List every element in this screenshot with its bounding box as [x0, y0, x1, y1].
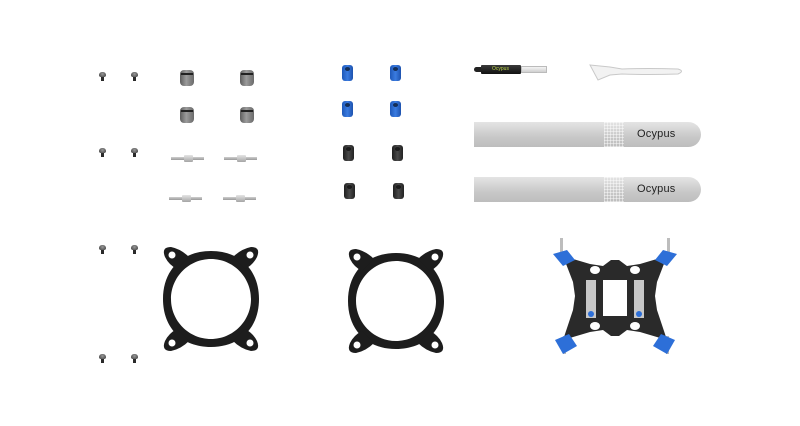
knurled-nut — [240, 107, 254, 123]
screw — [99, 354, 106, 363]
black-spacer — [392, 145, 403, 161]
fan-bracket — [348, 249, 444, 353]
knurled-nut — [180, 107, 194, 123]
black-spacer — [393, 183, 404, 199]
strap-brand: Ocypus — [637, 183, 676, 195]
standoff — [171, 155, 204, 162]
blue-spacer — [390, 65, 401, 81]
blue-spacer — [390, 101, 401, 117]
cpu-backplate — [553, 238, 677, 354]
screw — [99, 148, 106, 157]
blue-spacer — [342, 65, 353, 81]
blue-spacer — [342, 101, 353, 117]
knurled-nut — [180, 70, 194, 86]
black-spacer — [344, 183, 355, 199]
velcro-strap: Ocypus — [474, 122, 701, 147]
screw — [99, 245, 106, 254]
screw — [99, 72, 106, 81]
screw — [131, 245, 138, 254]
thermal-paste-syringe: Ocypus — [474, 65, 548, 74]
screw — [131, 148, 138, 157]
standoff — [224, 155, 257, 162]
screw — [131, 354, 138, 363]
standoff — [223, 195, 256, 202]
knurled-nut — [240, 70, 254, 86]
strap-brand: Ocypus — [637, 128, 676, 140]
standoff — [169, 195, 202, 202]
velcro-strap: Ocypus — [474, 177, 701, 202]
syringe-logo: Ocypus — [492, 66, 509, 72]
spatula — [589, 64, 682, 81]
black-spacer — [343, 145, 354, 161]
fan-bracket — [163, 247, 259, 351]
screw — [131, 72, 138, 81]
